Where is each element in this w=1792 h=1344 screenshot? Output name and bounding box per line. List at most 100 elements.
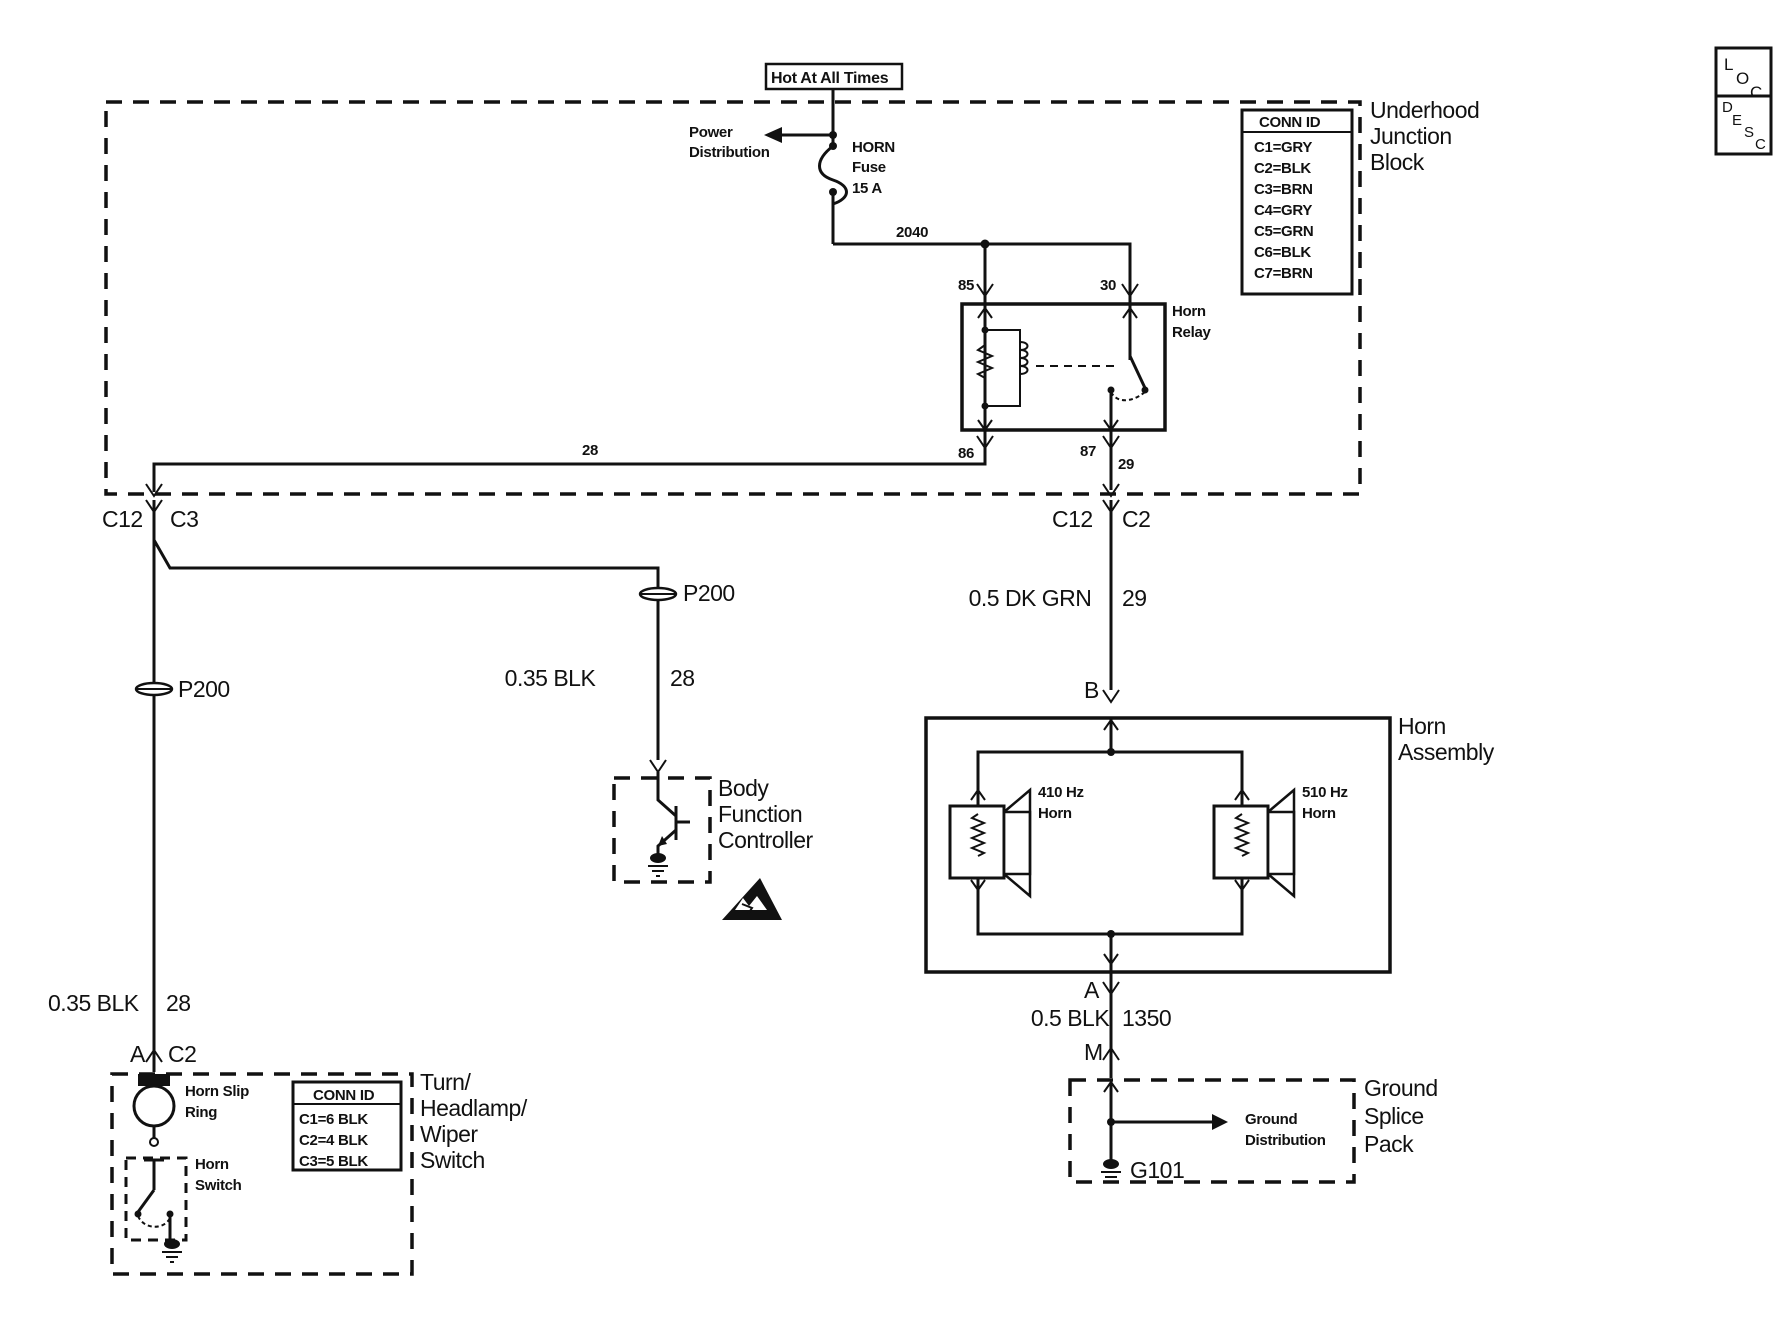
desc-button[interactable]: D E S C [1714, 94, 1773, 156]
relay-pin-87: 87 [1080, 443, 1096, 460]
svg-text:P200: P200 [683, 580, 735, 606]
wire-right-top-label: 0.5 DK GRN 29 [969, 585, 1148, 611]
svg-text:Body: Body [718, 775, 769, 801]
svg-text:29: 29 [1122, 585, 1147, 611]
svg-text:Splice: Splice [1364, 1103, 1424, 1129]
circuit-28-wire-top: 28 [145, 442, 987, 498]
bfc-outline [612, 776, 712, 884]
svg-text:G101: G101 [1130, 1157, 1184, 1183]
svg-text:28: 28 [166, 990, 191, 1016]
horn-assembly-label: Horn Assembly [1398, 713, 1495, 765]
svg-text:C2: C2 [1122, 506, 1150, 532]
svg-text:Pack: Pack [1364, 1131, 1414, 1157]
relay-pin-86: 86 [958, 445, 974, 462]
svg-text:Assembly: Assembly [1398, 739, 1495, 765]
relay-pin-85: 85 [958, 277, 974, 294]
svg-text:C3=BRN: C3=BRN [1254, 181, 1313, 198]
horn-assembly-outline [924, 716, 1392, 974]
svg-text:Switch: Switch [195, 1177, 242, 1194]
horn-ground-wire: A 0.5 BLK 1350 M [1031, 972, 1172, 1078]
underhood-junction-block-outline [104, 100, 1362, 496]
svg-text:Junction: Junction [1370, 123, 1452, 149]
svg-text:0.35 BLK: 0.35 BLK [505, 665, 597, 691]
svg-text:510 Hz: 510 Hz [1302, 784, 1348, 801]
circuit-2040-wire: 2040 [833, 224, 1132, 288]
svg-text:B: B [1084, 677, 1099, 703]
svg-text:0.35 BLK: 0.35 BLK [48, 990, 140, 1016]
svg-text:Headlamp/: Headlamp/ [420, 1095, 528, 1121]
relay-name-line2: Relay [1172, 324, 1211, 341]
horn-fuse: HORN Fuse 15 A [818, 89, 895, 244]
svg-text:Turn/: Turn/ [420, 1069, 471, 1095]
wire-right-bottom-circuit: 1350 [1122, 1005, 1171, 1031]
relay-name-line1: Horn [1172, 303, 1206, 320]
svg-text:C2: C2 [168, 1041, 196, 1067]
horn-assembly-pin-b: B [1084, 677, 1120, 704]
svg-text:C2=BLK: C2=BLK [1254, 160, 1311, 177]
horn-relay: Horn Relay 85 30 86 87 29 [958, 277, 1212, 490]
svg-text:Ground: Ground [1245, 1111, 1297, 1128]
horn-slip-ring: Horn Slip Ring [132, 1074, 249, 1147]
svg-text:C12: C12 [1052, 506, 1093, 532]
relay-pin-30: 30 [1100, 277, 1116, 294]
svg-text:C6=BLK: C6=BLK [1254, 244, 1311, 261]
svg-text:28: 28 [582, 442, 598, 459]
svg-text:Ring: Ring [185, 1104, 217, 1121]
wire-right-bottom-gauge: 0.5 BLK [1031, 1005, 1110, 1031]
svg-text:Horn: Horn [1038, 805, 1072, 822]
loc-letter-l: L [1724, 55, 1733, 74]
svg-text:A: A [130, 1041, 146, 1067]
wire-mid-label: 0.35 BLK 28 [505, 665, 695, 691]
fuse-rating: 15 A [852, 180, 882, 197]
junction-conn-id-table: CONN ID C1=GRY C2=BLK C3=BRN C4=GRY C5=G… [1240, 108, 1354, 296]
desc-letter-e: E [1732, 112, 1742, 129]
switch-pins: A C2 [130, 1041, 197, 1067]
desc-letter-c: C [1755, 136, 1766, 153]
desc-letter-s: S [1744, 124, 1754, 141]
bfc-label: Body Function Controller [718, 775, 814, 853]
svg-text:Switch: Switch [420, 1147, 485, 1173]
svg-text:C12: C12 [102, 506, 143, 532]
horn-switch: Horn Switch [124, 1156, 242, 1263]
svg-text:0.5 DK GRN: 0.5 DK GRN [969, 585, 1092, 611]
svg-text:CONN ID: CONN ID [1259, 114, 1321, 131]
svg-text:Ground: Ground [1364, 1075, 1438, 1101]
loc-letter-o: O [1736, 69, 1749, 88]
svg-text:C1=6 BLK: C1=6 BLK [299, 1111, 368, 1128]
svg-text:Controller: Controller [718, 827, 814, 853]
turn-headlamp-wiper-switch-outline [110, 1072, 414, 1276]
svg-text:Hot At All Times: Hot At All Times [771, 70, 889, 87]
ground-splice-pin-m: M [1084, 1039, 1103, 1065]
svg-text:28: 28 [670, 665, 695, 691]
p200-mid: P200 [638, 580, 735, 606]
svg-text:C5=GRN: C5=GRN [1254, 223, 1313, 240]
svg-text:P200: P200 [178, 676, 230, 702]
underhood-junction-block-label: Underhood Junction Block [1370, 97, 1480, 175]
connector-c12-c3-left: C12 C3 [102, 499, 199, 1072]
horn-510hz: 510 Hz Horn [1212, 784, 1348, 899]
svg-text:C4=GRY: C4=GRY [1254, 202, 1312, 219]
svg-text:Horn: Horn [1398, 713, 1446, 739]
ground-g101: G101 Ground Distribution [1101, 1080, 1326, 1183]
svg-text:Distribution: Distribution [689, 144, 770, 161]
svg-text:C3: C3 [170, 506, 198, 532]
svg-text:Distribution: Distribution [1245, 1132, 1326, 1149]
svg-text:C7=BRN: C7=BRN [1254, 265, 1313, 282]
p200-left: P200 [134, 676, 230, 702]
svg-text:Underhood: Underhood [1370, 97, 1479, 123]
circuit-29-top-pin [1102, 483, 1120, 498]
ground-splice-pack-outline [1068, 1078, 1356, 1184]
svg-text:Function: Function [718, 801, 802, 827]
desc-letter-d: D [1722, 99, 1733, 116]
svg-text:2040: 2040 [896, 224, 928, 241]
svg-text:C1=GRY: C1=GRY [1254, 139, 1312, 156]
svg-text:C2=4 BLK: C2=4 BLK [299, 1132, 368, 1149]
horn-410hz: 410 Hz Horn [948, 784, 1084, 899]
fuse-name: HORN [852, 139, 895, 156]
switch-conn-id-table: CONN ID C1=6 BLK C2=4 BLK C3=5 BLK [291, 1080, 403, 1172]
power-distribution-arrow: Power Distribution [689, 124, 833, 161]
svg-text:Horn: Horn [1302, 805, 1336, 822]
fuse-type: Fuse [852, 159, 886, 176]
svg-text:Power: Power [689, 124, 733, 141]
